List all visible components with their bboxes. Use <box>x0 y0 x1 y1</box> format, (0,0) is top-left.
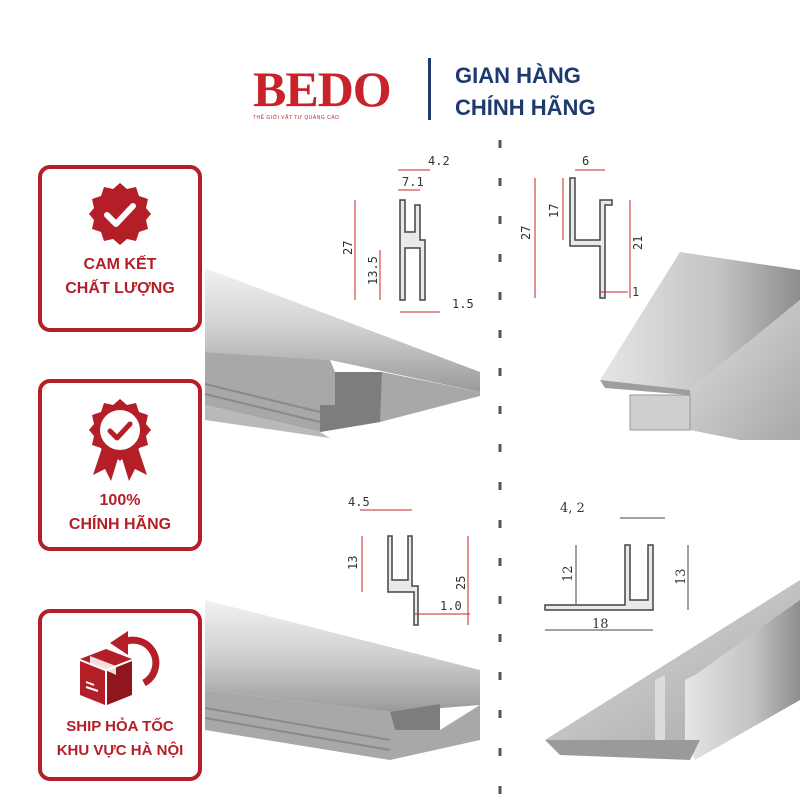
badge-quality: CAM KẾT CHẤT LƯỢNG <box>38 165 202 332</box>
p2-height-right-label: 21 <box>631 236 645 250</box>
profile-1-drawing <box>354 169 440 313</box>
brand-slogan-line1: GIAN HÀNG <box>455 63 581 88</box>
profile-4-drawing <box>544 517 689 631</box>
profile-2-drawing <box>534 169 631 299</box>
badge-quality-line1: CAM KẾT <box>83 256 157 273</box>
profile-4-render <box>545 580 800 760</box>
p3-height-total-label: 25 <box>454 576 468 590</box>
p4-width-top-label: 4, 2 <box>560 501 585 516</box>
p1-thickness-label: 1.5 <box>452 297 474 311</box>
badge-authentic: 100% CHÍNH HÃNG <box>38 379 202 551</box>
p2-height-total-label: 27 <box>519 226 533 240</box>
p1-height-lower-label: 13.5 <box>366 256 380 285</box>
delivery-box-icon <box>80 631 160 705</box>
p4-height-left-label: 12 <box>561 565 576 582</box>
brand-logo: BEDO THẾ GIỚI VẬT TƯ QUẢNG CÁO <box>253 61 392 121</box>
p3-width-top-label: 4.5 <box>348 495 370 509</box>
brand-slogan-line2: CHÍNH HÃNG <box>455 95 596 120</box>
badge-authentic-line1: 100% <box>99 492 141 509</box>
profile-3-drawing <box>360 509 470 626</box>
brand-divider <box>428 58 431 120</box>
p2-thickness-label: 1 <box>632 285 639 299</box>
profile-3-render <box>204 600 480 760</box>
check-seal-icon <box>89 183 151 245</box>
p2-height-inner-label: 17 <box>547 204 561 218</box>
p2-width-top-label: 6 <box>582 154 589 168</box>
badge-shipping-line1: SHIP HỎA TỐC <box>66 718 174 735</box>
badge-authentic-line2: CHÍNH HÃNG <box>68 516 172 533</box>
profile-1-render <box>204 268 480 438</box>
award-ribbon-icon <box>89 399 151 481</box>
profile-2-render <box>600 252 800 440</box>
p4-width-base-label: 18 <box>592 617 609 632</box>
badge-quality-line2: CHẤT LƯỢNG <box>65 280 175 297</box>
brand-slogan: GIAN HÀNG CHÍNH HÃNG <box>455 60 596 124</box>
p3-thickness-label: 1.0 <box>440 599 462 613</box>
p1-width-top-label: 4.2 <box>428 154 450 168</box>
p3-height-slot-label: 13 <box>346 556 360 570</box>
badge-shipping-line2: KHU VỰC HÀ NỘI <box>56 742 184 759</box>
brand-tagline: THẾ GIỚI VẬT TƯ QUẢNG CÁO <box>253 115 340 121</box>
p1-height-total-label: 27 <box>341 241 355 255</box>
badge-shipping: SHIP HỎA TỐC KHU VỰC HÀ NỘI <box>38 609 202 781</box>
p1-width-inner-label: 7.1 <box>402 175 424 189</box>
p4-height-right-label: 13 <box>674 568 689 585</box>
brand-logo-text: BEDO <box>253 61 392 117</box>
